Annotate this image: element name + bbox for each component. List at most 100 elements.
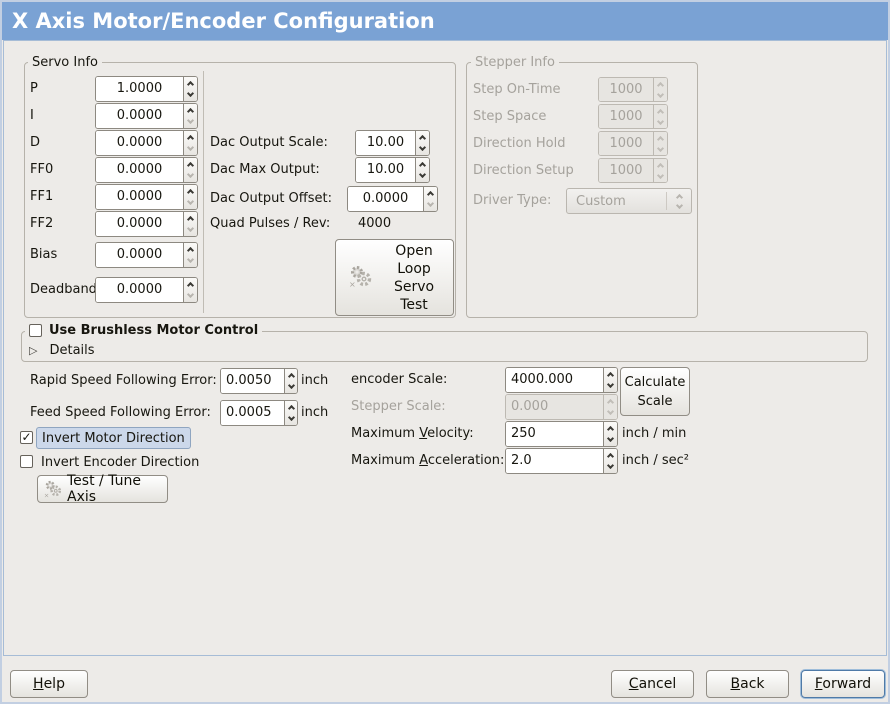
chevron-up-icon[interactable] — [418, 134, 427, 143]
d-spinbox[interactable]: 0.0000 — [95, 130, 198, 156]
d-input[interactable]: 0.0000 — [96, 131, 183, 155]
dac-output-scale-spinbox[interactable]: 10.00 — [355, 130, 430, 156]
ff2-spinner-buttons[interactable] — [183, 212, 197, 236]
rapid-spinner-buttons[interactable] — [284, 369, 297, 393]
chevron-down-icon[interactable] — [418, 170, 427, 179]
help-button[interactable]: Help — [10, 670, 88, 698]
encoder-scale-spinner-buttons[interactable] — [603, 368, 617, 392]
deadband-input[interactable]: 0.0000 — [96, 278, 183, 302]
chevron-down-icon[interactable] — [418, 143, 427, 152]
dac-max-output-spinner-buttons[interactable] — [415, 158, 429, 182]
chevron-down-icon[interactable] — [186, 197, 195, 206]
details-expander[interactable]: ▷ Details — [29, 341, 95, 359]
chevron-down-icon[interactable] — [186, 170, 195, 179]
ff1-spinner-buttons[interactable] — [183, 185, 197, 209]
rapid-following-error-spinbox[interactable]: 0.0050 — [220, 368, 298, 394]
invert-motor-checkbox[interactable]: ✓ — [20, 430, 33, 444]
max-velocity-input[interactable]: 250 — [506, 422, 603, 446]
max-acceleration-spinbox[interactable]: 2.0 — [505, 448, 618, 474]
chevron-up-icon[interactable] — [426, 190, 435, 199]
chevron-up-icon[interactable] — [186, 246, 195, 255]
chevron-down-icon[interactable] — [186, 290, 195, 299]
p-spinbox[interactable]: 1.0000 — [95, 76, 198, 102]
bias-input[interactable]: 0.0000 — [96, 243, 183, 267]
chevron-up-icon[interactable] — [287, 372, 295, 381]
chevron-down-icon[interactable] — [186, 89, 195, 98]
max-acceleration-spinner-buttons[interactable] — [603, 449, 617, 473]
chevron-up-icon[interactable] — [186, 188, 195, 197]
i-input[interactable]: 0.0000 — [96, 104, 183, 128]
deadband-spinbox[interactable]: 0.0000 — [95, 277, 198, 303]
rapid-following-error-input[interactable]: 0.0050 — [221, 369, 284, 393]
chevron-down-icon[interactable] — [606, 434, 615, 443]
chevron-down-icon[interactable] — [606, 461, 615, 470]
calculate-scale-button[interactable]: Calculate Scale — [620, 367, 690, 416]
encoder-scale-input[interactable]: 4000.000 — [506, 368, 603, 392]
back-button[interactable]: Back — [706, 670, 789, 698]
chevron-up-icon[interactable] — [186, 80, 195, 89]
bias-spinbox[interactable]: 0.0000 — [95, 242, 198, 268]
p-spinner-buttons[interactable] — [183, 77, 197, 101]
dac-output-offset-spinbox[interactable]: 0.0000 — [347, 186, 438, 212]
details-label[interactable]: Details — [49, 342, 95, 358]
dac-output-offset-input[interactable]: 0.0000 — [348, 187, 423, 211]
step-on-time-spinbox: 1000 — [598, 77, 668, 102]
p-input[interactable]: 1.0000 — [96, 77, 183, 101]
chevron-up-icon[interactable] — [186, 134, 195, 143]
chevron-down-icon[interactable] — [186, 143, 195, 152]
dac-max-output-input[interactable]: 10.00 — [356, 158, 415, 182]
chevron-down-icon[interactable] — [606, 380, 615, 389]
bias-spinner-buttons[interactable] — [183, 243, 197, 267]
invert-motor-label[interactable]: Invert Motor Direction — [36, 427, 191, 449]
brushless-checkbox-label[interactable]: Use Brushless Motor Control — [49, 323, 259, 338]
ff0-input[interactable]: 0.0000 — [96, 158, 183, 182]
ff2-input[interactable]: 0.0000 — [96, 212, 183, 236]
dac-output-offset-spinner-buttons[interactable] — [423, 187, 437, 211]
ff1-spinbox[interactable]: 0.0000 — [95, 184, 198, 210]
chevron-down-icon[interactable] — [186, 255, 195, 264]
dac-output-scale-input[interactable]: 10.00 — [356, 131, 415, 155]
chevron-up-icon — [656, 162, 665, 170]
d-spinner-buttons[interactable] — [183, 131, 197, 155]
dac-output-scale-spinner-buttons[interactable] — [415, 131, 429, 155]
chevron-up-icon[interactable] — [606, 371, 615, 380]
brushless-checkbox-row[interactable]: Use Brushless Motor Control — [25, 323, 263, 338]
test-tune-axis-button[interactable]: × Test / Tune Axis — [37, 473, 168, 505]
chevron-up-icon[interactable] — [606, 452, 615, 461]
chevron-up-icon[interactable] — [606, 425, 615, 434]
brushless-checkbox[interactable] — [29, 324, 42, 337]
invert-encoder-checkbox[interactable] — [20, 455, 33, 468]
feed-following-error-spinbox[interactable]: 0.0005 — [220, 400, 298, 426]
encoder-scale-spinbox[interactable]: 4000.000 — [505, 367, 618, 393]
ff1-input[interactable]: 0.0000 — [96, 185, 183, 209]
chevron-up-icon[interactable] — [186, 281, 195, 290]
feed-spinner-buttons[interactable] — [284, 401, 297, 425]
feed-following-error-input[interactable]: 0.0005 — [221, 401, 284, 425]
chevron-down-icon[interactable] — [186, 116, 195, 125]
chevron-up-icon[interactable] — [186, 161, 195, 170]
chevron-down-icon[interactable] — [287, 413, 295, 422]
chevron-down-icon[interactable] — [186, 224, 195, 233]
chevron-up-icon[interactable] — [186, 215, 195, 224]
i-spinner-buttons[interactable] — [183, 104, 197, 128]
ff0-spinbox[interactable]: 0.0000 — [95, 157, 198, 183]
chevron-up-icon[interactable] — [418, 161, 427, 170]
invert-encoder-label[interactable]: Invert Encoder Direction — [41, 454, 200, 470]
open-loop-servo-test-button[interactable]: × Open Loop Servo Test — [335, 239, 454, 316]
max-velocity-spinbox[interactable]: 250 — [505, 421, 618, 447]
ff0-spinner-buttons[interactable] — [183, 158, 197, 182]
ff2-spinbox[interactable]: 0.0000 — [95, 211, 198, 237]
chevron-up-icon[interactable] — [287, 404, 295, 413]
chevron-down-icon[interactable] — [287, 381, 295, 390]
expander-triangle-icon[interactable]: ▷ — [29, 343, 38, 357]
max-velocity-spinner-buttons[interactable] — [603, 422, 617, 446]
deadband-spinner-buttons[interactable] — [183, 278, 197, 302]
forward-button[interactable]: Forward — [801, 670, 885, 698]
max-acceleration-input[interactable]: 2.0 — [506, 449, 603, 473]
max-velocity-label: Maximum Velocity: — [351, 426, 474, 441]
chevron-down-icon[interactable] — [426, 199, 435, 208]
dac-max-output-spinbox[interactable]: 10.00 — [355, 157, 430, 183]
chevron-up-icon[interactable] — [186, 107, 195, 116]
i-spinbox[interactable]: 0.0000 — [95, 103, 198, 129]
cancel-button[interactable]: Cancel — [611, 670, 694, 698]
